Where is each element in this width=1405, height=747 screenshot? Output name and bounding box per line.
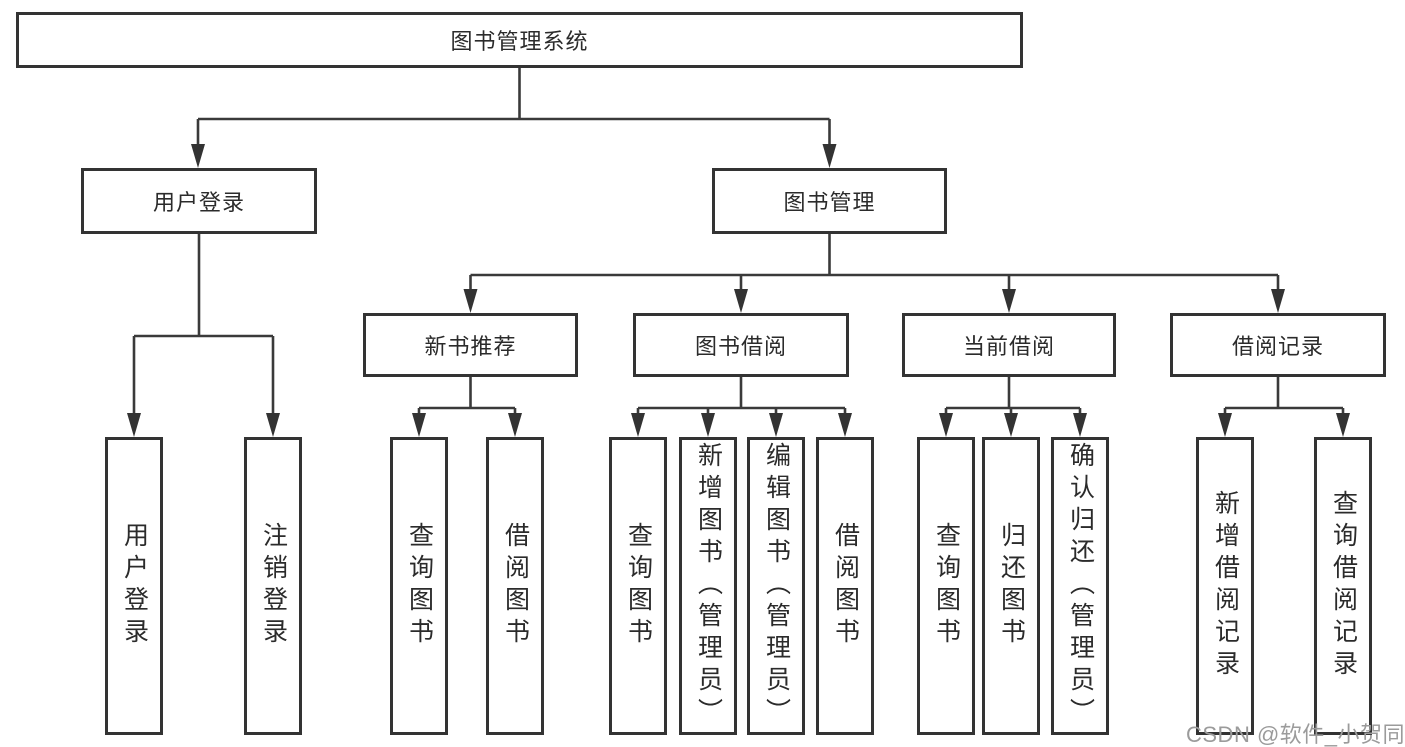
node-book-management-label: 图书管理: [783, 190, 876, 215]
leaf-user-login: 用户登录: [105, 437, 163, 735]
leaf-query-borrow-record-label: 查询借阅记录: [1329, 490, 1358, 682]
leaf-add-book-admin-label: 新增图书（管理员）: [694, 442, 723, 730]
leaf-borrow-books-recommend: 借阅图书: [486, 437, 544, 735]
node-user-login-label: 用户登录: [152, 190, 245, 215]
leaf-borrow-books: 借阅图书: [816, 437, 874, 735]
node-book-borrow: 图书借阅: [633, 313, 849, 377]
node-borrow-records: 借阅记录: [1170, 313, 1386, 377]
leaf-borrow-books-label: 借阅图书: [831, 522, 860, 650]
leaf-query-books-current: 查询图书: [917, 437, 975, 735]
leaf-query-books-borrow: 查询图书: [609, 437, 667, 735]
leaf-edit-book-admin-label: 编辑图书（管理员）: [762, 442, 791, 730]
leaf-logout: 注销登录: [244, 437, 302, 735]
leaf-edit-book-admin: 编辑图书（管理员）: [747, 437, 805, 735]
node-current-borrow: 当前借阅: [902, 313, 1116, 377]
arrowheads: [127, 144, 1350, 437]
leaf-user-login-label: 用户登录: [120, 522, 149, 650]
node-new-book-recommend: 新书推荐: [363, 313, 578, 377]
node-borrow-records-label: 借阅记录: [1231, 334, 1324, 359]
leaf-add-book-admin: 新增图书（管理员）: [679, 437, 737, 735]
leaf-borrow-books-recommend-label: 借阅图书: [501, 522, 530, 650]
node-book-borrow-label: 图书借阅: [694, 334, 787, 359]
leaf-query-books-current-label: 查询图书: [932, 522, 961, 650]
node-current-borrow-label: 当前借阅: [962, 334, 1055, 359]
node-library-system-label: 图书管理系统: [450, 29, 589, 54]
node-book-management: 图书管理: [712, 168, 947, 234]
node-user-login: 用户登录: [81, 168, 317, 234]
leaf-confirm-return-admin: 确认归还（管理员）: [1051, 437, 1109, 735]
leaf-add-borrow-record-label: 新增借阅记录: [1211, 490, 1240, 682]
leaf-query-books-borrow-label: 查询图书: [624, 522, 653, 650]
node-new-book-recommend-label: 新书推荐: [424, 334, 517, 359]
leaf-query-books-recommend-label: 查询图书: [405, 522, 434, 650]
leaf-logout-label: 注销登录: [259, 522, 288, 650]
leaf-add-borrow-record: 新增借阅记录: [1196, 437, 1254, 735]
leaf-query-books-recommend: 查询图书: [390, 437, 448, 735]
leaf-return-books-label: 归还图书: [997, 522, 1026, 650]
node-library-system: 图书管理系统: [16, 12, 1023, 68]
leaf-return-books: 归还图书: [982, 437, 1040, 735]
csdn-watermark: CSDN @软件_小贺同学: [1186, 722, 1405, 747]
leaf-query-borrow-record: 查询借阅记录: [1314, 437, 1372, 735]
leaf-confirm-return-admin-label: 确认归还（管理员）: [1066, 442, 1095, 730]
